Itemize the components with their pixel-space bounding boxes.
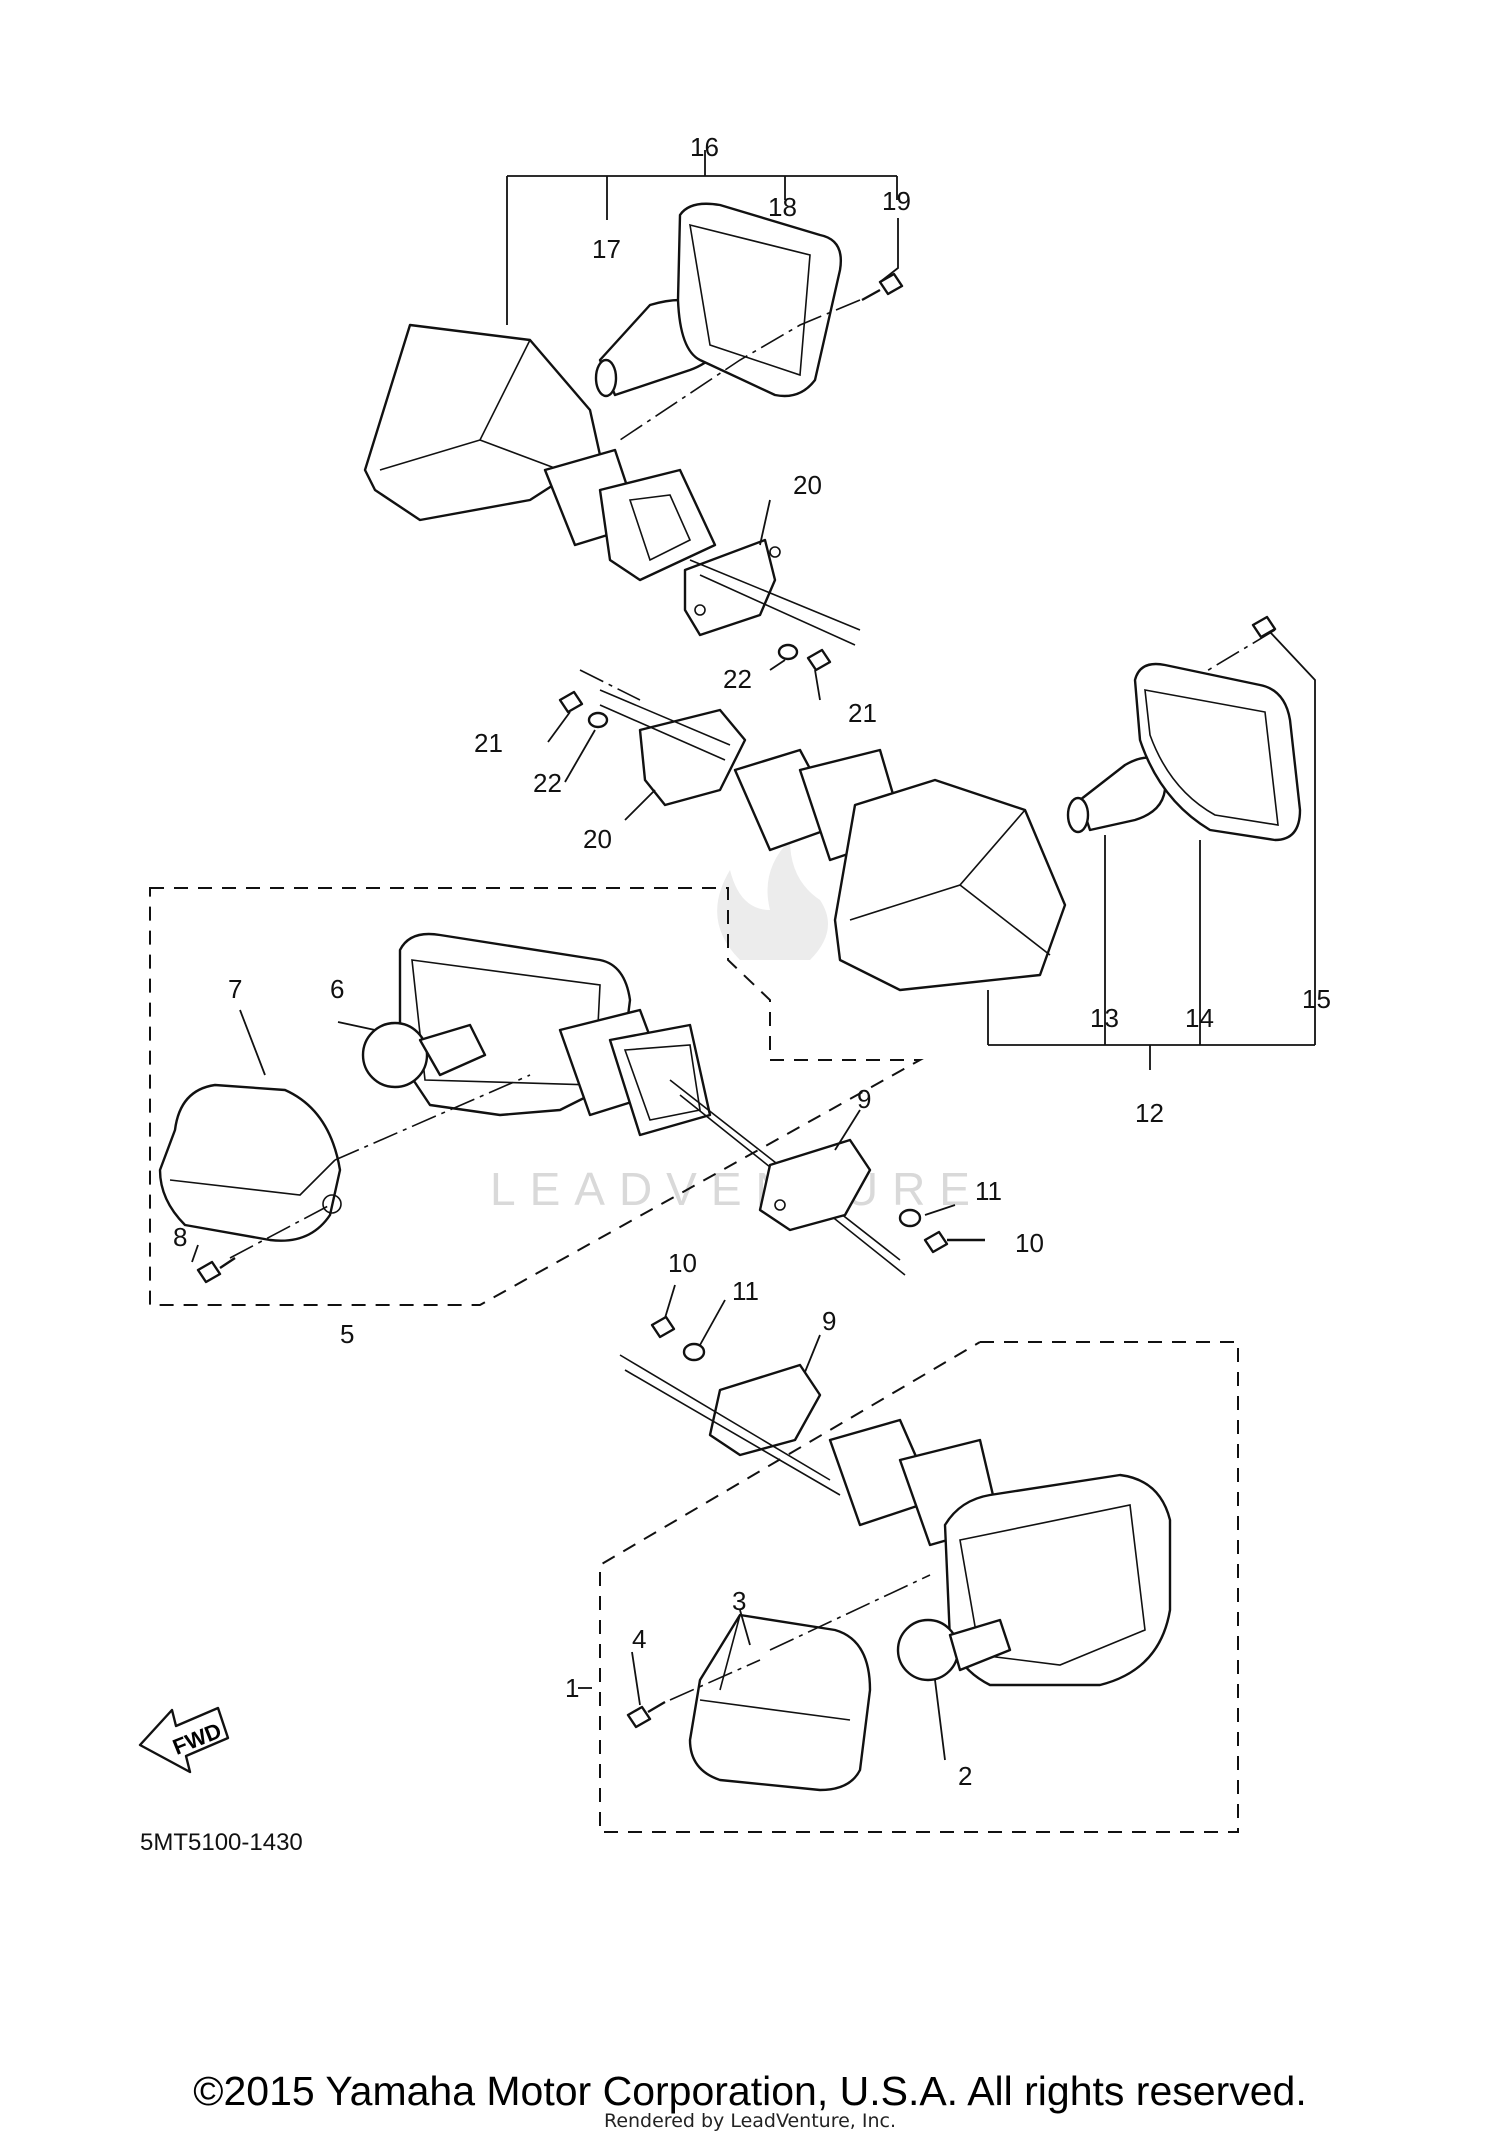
callout-10-mid: 10 [1015,1228,1044,1258]
callout-9-low: 9 [822,1306,836,1336]
callout-19: 19 [882,186,911,216]
callout-15: 15 [1302,984,1331,1014]
callout-8: 8 [173,1222,187,1252]
middle-flasher-assembly [558,615,1316,1070]
diagram-code: 5MT5100-1430 [140,1829,303,1856]
callout-16: 16 [690,132,719,162]
rendered-by-credit: Rendered by LeadVenture, Inc. [603,2110,897,2132]
front-right-flasher-assembly [578,1315,1239,1833]
callout-9-mid: 9 [857,1084,871,1114]
callout-17: 17 [592,234,621,264]
callout-21-top: 21 [848,698,877,728]
callout-11-mid: 11 [975,1176,1002,1206]
watermark: LEADVENTURE [490,840,984,1215]
copyright-notice: ©2015 Yamaha Motor Corporation, U.S.A. A… [193,2068,1307,2114]
callout-5: 5 [340,1319,354,1349]
leader-lines [191,218,956,1761]
callout-4: 4 [632,1624,646,1654]
callout-21-mid: 21 [474,728,503,758]
watermark-text: LEADVENTURE [490,1163,984,1215]
callout-20-top: 20 [793,470,822,500]
front-left-flasher-assembly [149,887,985,1306]
callout-10-low: 10 [668,1248,697,1278]
callout-2: 2 [958,1761,972,1791]
top-rear-flasher-assembly [363,150,904,672]
callout-22-top: 22 [723,664,752,694]
callout-labels: 16 18 19 17 20 22 21 21 22 20 7 6 13 14 … [140,132,1331,1856]
fwd-arrow-icon: FWD [138,1706,230,1774]
callout-13: 13 [1090,1003,1119,1033]
callout-12: 12 [1135,1098,1164,1128]
callout-7: 7 [228,974,242,1004]
callout-11-low: 11 [732,1276,759,1306]
callout-14: 14 [1185,1003,1214,1033]
callout-1: 1 [565,1673,579,1703]
callout-6: 6 [330,974,344,1004]
callout-20-mid: 20 [583,824,612,854]
callout-3: 3 [732,1586,746,1616]
callout-22-mid: 22 [533,768,562,798]
callout-18: 18 [768,192,797,222]
